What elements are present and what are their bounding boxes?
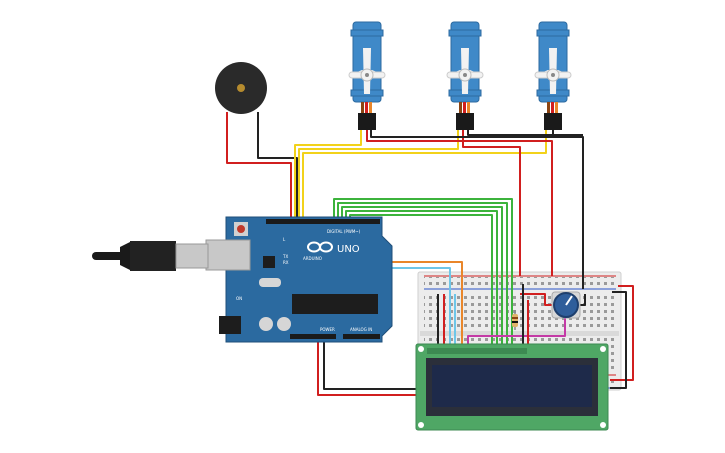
wire-servo2-signal: [298, 130, 459, 222]
servo-motor-icon[interactable]: [348, 21, 572, 130]
servo-motor-icon[interactable]: [348, 21, 386, 130]
wire-5v: [317, 336, 416, 396]
servo-motor-icon[interactable]: [534, 21, 572, 130]
wire-buzzer-red: [226, 112, 292, 222]
l-label: L: [283, 237, 286, 242]
buzzer-icon[interactable]: [215, 62, 267, 114]
on-label: ON: [236, 296, 242, 301]
arduino-logo: [307, 241, 333, 253]
board-brand: ARDUINO: [303, 256, 322, 261]
wire-servo3-signal: [302, 130, 547, 222]
lcd-display-icon[interactable]: [415, 343, 609, 431]
analog-label: ANALOG IN: [350, 327, 372, 332]
wire-buzzer-black: [257, 112, 298, 222]
arduino-uno-board[interactable]: UNO ARDUINO DIGITAL (PWM~) POWER ANALOG …: [205, 216, 393, 343]
usb-cable-icon: [92, 241, 209, 271]
servo-motor-icon[interactable]: [446, 21, 484, 130]
digital-label: DIGITAL (PWM~): [327, 229, 361, 234]
potentiometer-icon[interactable]: [551, 291, 581, 319]
wire-servo-ground-2: [467, 130, 583, 136]
rx-label: RX: [283, 260, 289, 265]
wire-servo-ground-1: [370, 130, 584, 289]
wire-servo-power-1: [366, 130, 553, 276]
wire-servo-power-2: [462, 130, 521, 276]
wire-gnd: [323, 336, 416, 390]
board-model: UNO: [337, 244, 360, 255]
resistor-icon[interactable]: [512, 310, 518, 330]
power-label: POWER: [320, 327, 335, 332]
wire-servo1-signal: [294, 130, 362, 222]
tx-label: TX: [282, 254, 288, 259]
